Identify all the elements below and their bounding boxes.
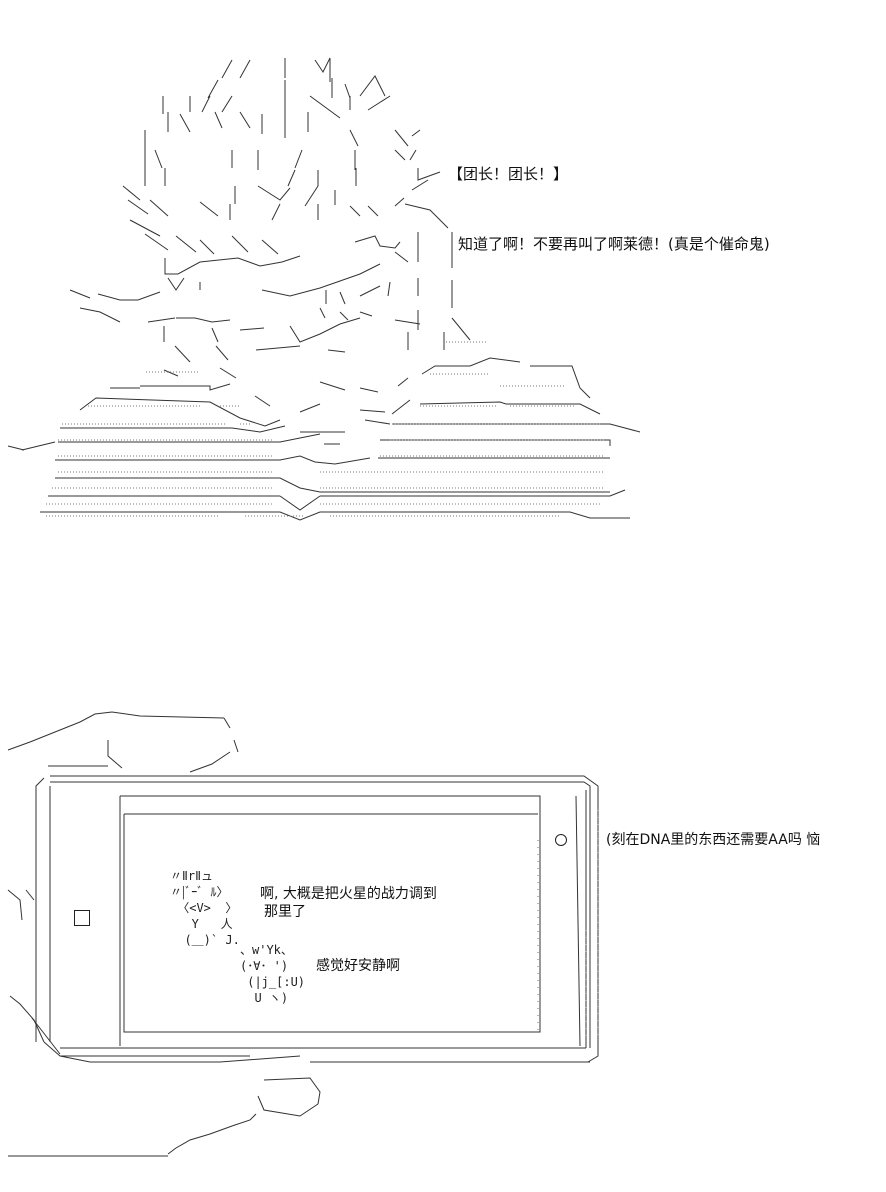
- left-thumb-outline: [7, 889, 61, 1055]
- side-note: (刻在DNA里的东西还需要AA吗 恼: [606, 832, 821, 848]
- character-left-ascii-art: 〃ⅡrⅡュ 〃|ﾞｰﾞ ﾙ〉 〈<V> 〉 Y 人 (＿)` J.: [170, 869, 240, 947]
- dialogue-shout: 【团长！团长！】: [448, 165, 569, 183]
- dialogue-phone-line1: 啊, 大概是把火星的战力调到: [260, 886, 437, 902]
- face-outline: [69, 219, 471, 379]
- upper-hand-outline: [7, 711, 239, 773]
- cloth-texture: [46, 341, 605, 517]
- dialogue-phone-line2: 那里了: [264, 904, 306, 920]
- ascii-art-phone-scene: [7, 711, 599, 1157]
- phone-camera-circle-icon: [555, 834, 567, 846]
- ascii-art-crowd-scene: [7, 57, 641, 521]
- dialogue-reply: 知道了啊！不要再叫了啊莱德！(真是个催命鬼): [458, 235, 770, 253]
- phone-edge-texture: [537, 810, 599, 1040]
- phone-side-button-square-icon: [74, 910, 90, 926]
- dialogue-phone-line3: 感觉好安静啊: [316, 958, 400, 974]
- body-outline: [7, 357, 641, 521]
- phone-screen: [119, 795, 581, 1047]
- character-right-ascii-art: 、w'Yk、 (･∀･ ') (|j_[:U) U ヽ): [240, 943, 306, 1005]
- hair-spikes: [122, 57, 449, 229]
- lower-hand-outline: [8, 1055, 321, 1157]
